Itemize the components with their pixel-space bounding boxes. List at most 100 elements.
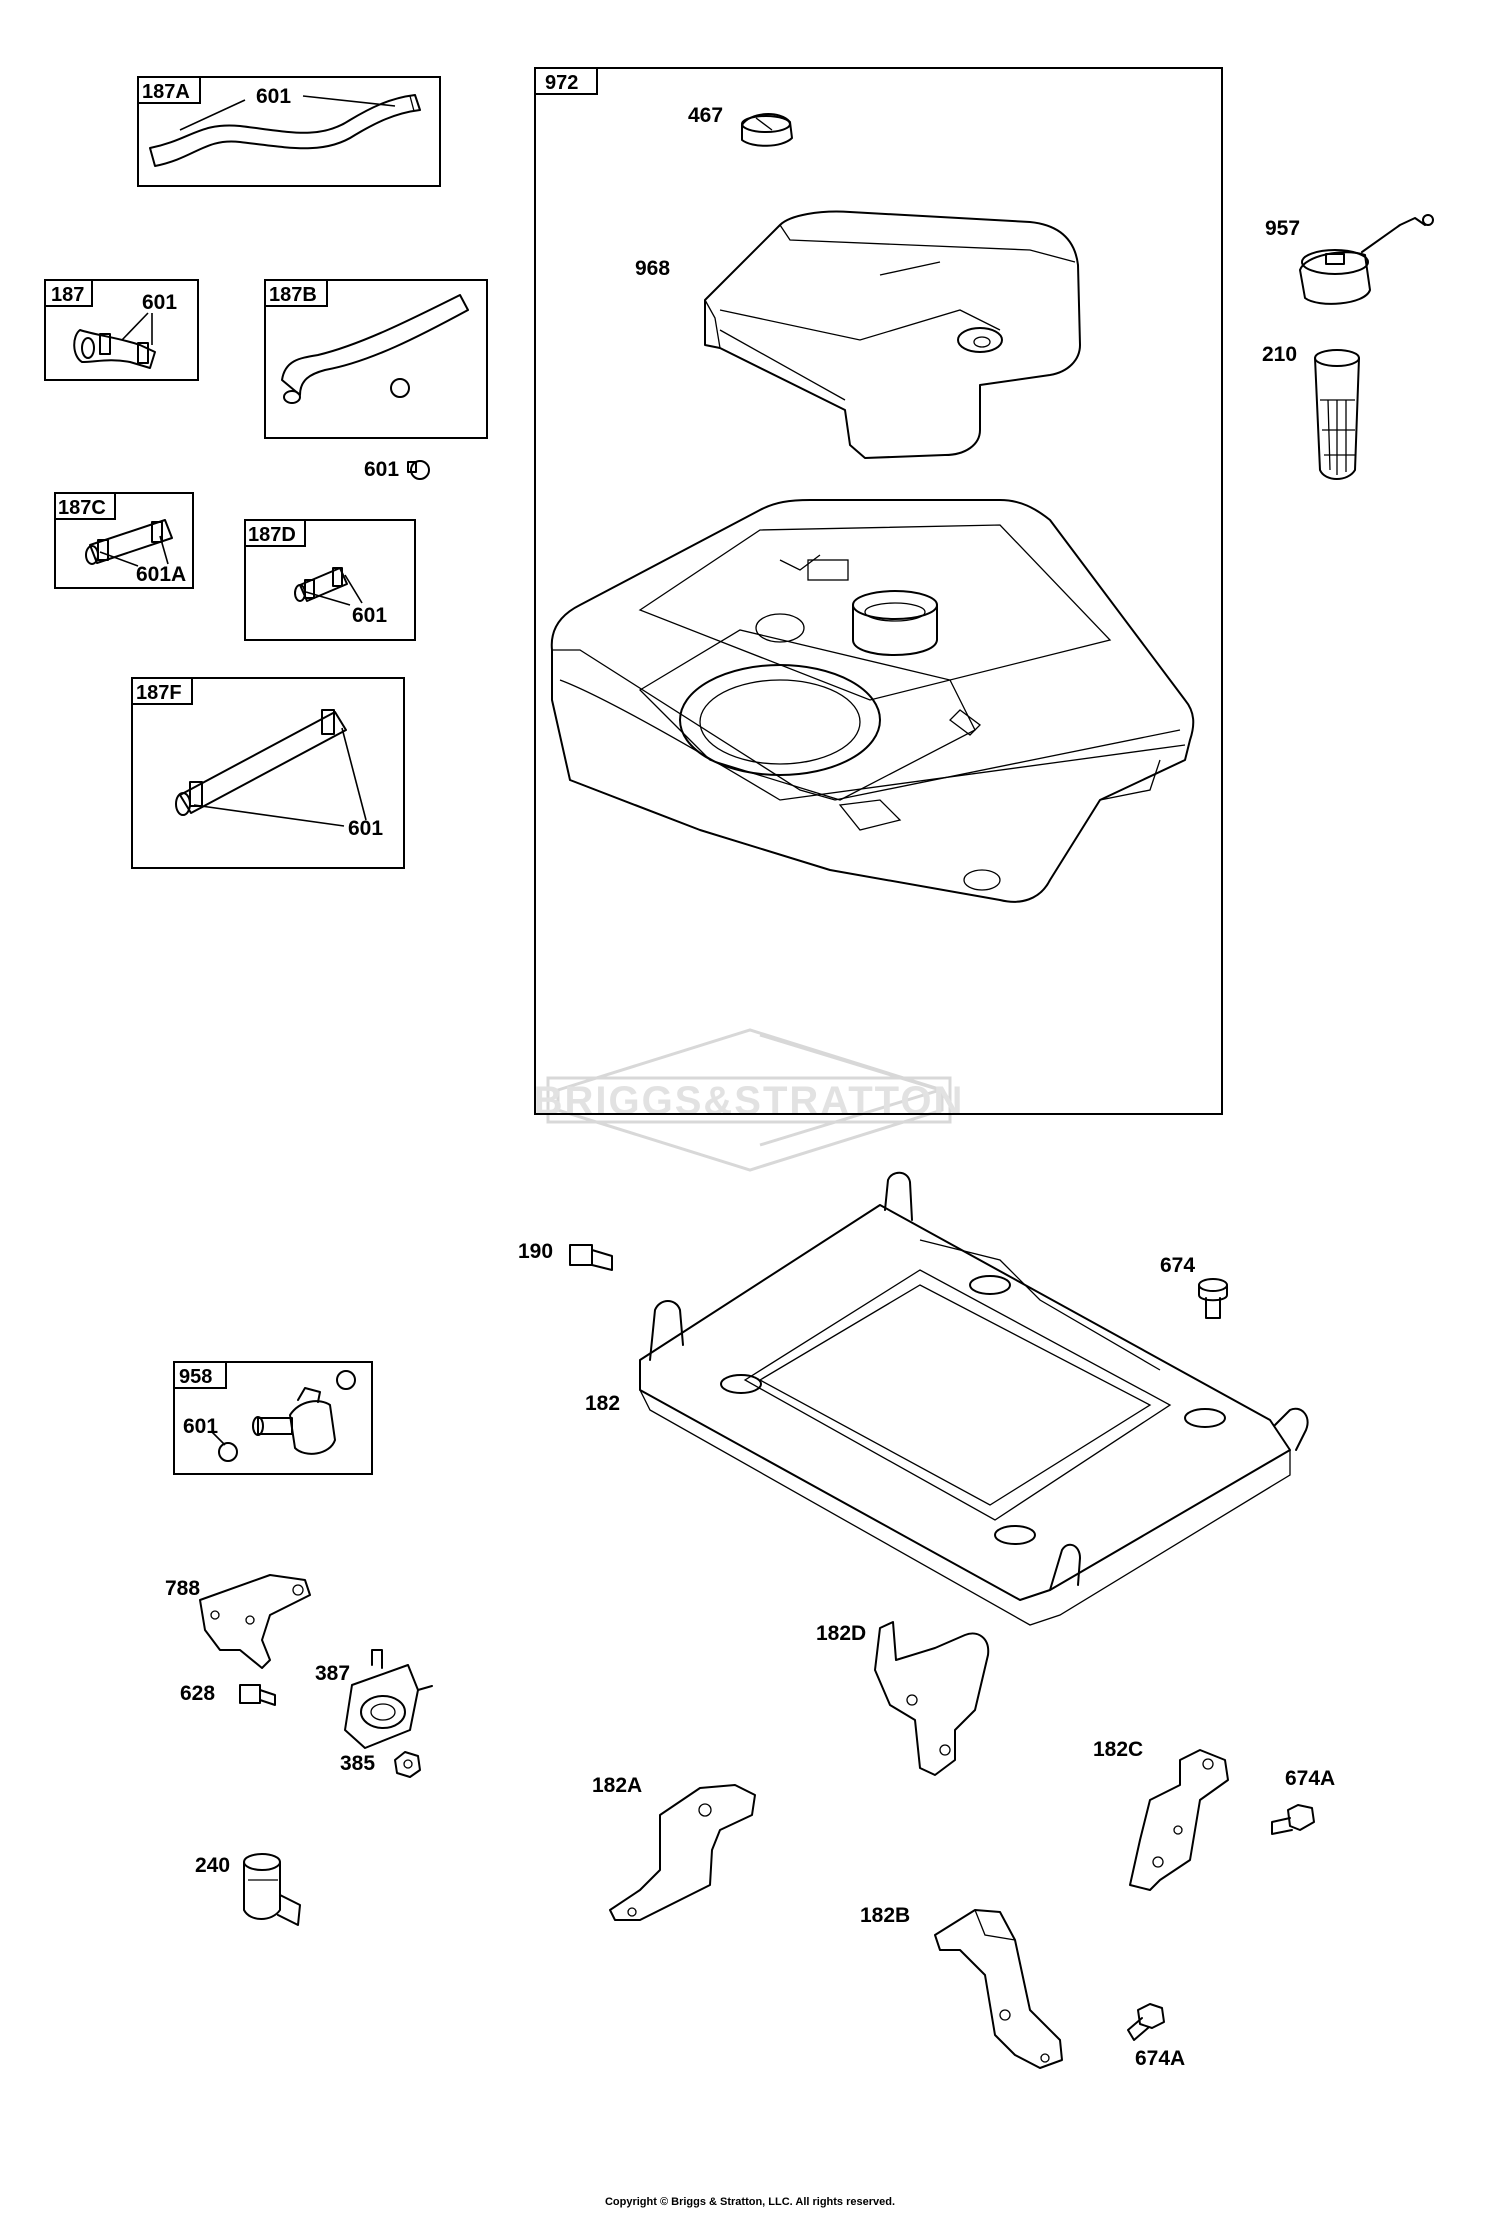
hose-clamp (218, 1442, 238, 1462)
watermark-text: BRIGGS&STRATTON (534, 1079, 965, 1123)
hose-clamp (332, 567, 343, 587)
bolt (569, 1244, 613, 1271)
bracket (609, 1784, 756, 1921)
fuel-valve (252, 1387, 336, 1455)
part-number: 210 (1262, 343, 1297, 366)
fuel-outlet-ring (679, 664, 881, 776)
part-number: 190 (518, 1240, 553, 1263)
part-number: 467 (688, 104, 723, 127)
kit-tag: 187A (142, 81, 190, 103)
fuel-cap (1299, 214, 1434, 305)
kit-187D: 187D 601 (244, 519, 416, 641)
part-628: 628 (180, 1682, 276, 1706)
part-number: 182 (585, 1392, 620, 1415)
hose-clamp (151, 521, 163, 543)
fuel-hose (299, 567, 348, 602)
part-number: 674A (1135, 2047, 1185, 2070)
part-240: 240 (195, 1853, 301, 1926)
fuel-hose (281, 294, 469, 396)
part-number: 674A (1285, 1767, 1335, 1790)
part-190: 190 (518, 1240, 613, 1271)
callout-label: 601 (352, 604, 387, 627)
kit-tag: 187C (58, 497, 106, 519)
kit-187B: 187B (264, 279, 488, 439)
hose-clamp (410, 460, 430, 480)
bracket (874, 1621, 990, 1776)
callout-label: 601 (256, 85, 291, 108)
part-182C: 182C (1093, 1738, 1229, 1891)
kit-187F: 187F 601 (131, 677, 405, 869)
part-number: 628 (180, 1682, 215, 1705)
fuel-hose (89, 519, 173, 564)
part-number: 182B (860, 1904, 910, 1927)
part-674A-bottom: 674A (1127, 2003, 1185, 2070)
kit-187A: 187A 601 (137, 76, 441, 187)
hose-clamp (304, 579, 315, 599)
copyright-notice: Copyright © Briggs & Stratton, LLC. All … (604, 2196, 896, 2208)
part-182: 182 (585, 1171, 1309, 1626)
fuel-strainer (1314, 349, 1360, 480)
fuel-hose (179, 711, 347, 814)
part-number: 674 (1160, 1254, 1195, 1277)
hose-clamp (390, 378, 410, 398)
nut (394, 1751, 421, 1778)
part-number: 968 (635, 257, 670, 280)
fuel-filter (243, 1853, 301, 1926)
bolt (1127, 2003, 1165, 2041)
kit-972: 972 467 968 (534, 67, 1223, 1115)
callout-label: 601 (142, 291, 177, 314)
part-210: 210 (1262, 343, 1360, 480)
part-182A: 182A (592, 1774, 756, 1921)
part-number: 788 (165, 1577, 200, 1600)
hose-clamp (321, 709, 335, 735)
part-601: 601 (364, 458, 430, 481)
hose-clamp (336, 1370, 356, 1390)
part-number: 385 (340, 1752, 375, 1775)
kit-tag: 187D (248, 524, 296, 546)
screw (239, 1684, 276, 1706)
hose-clamp (99, 333, 111, 355)
kit-tag: 958 (179, 1366, 212, 1388)
part-387: 387 (315, 1649, 433, 1749)
part-182D: 182D (816, 1621, 990, 1776)
fuel-cap-small (741, 113, 793, 147)
watermark-logo: BRIGGS&STRATTON (534, 1028, 965, 1172)
part-number: 387 (315, 1662, 350, 1685)
part-674: 674 (1160, 1254, 1228, 1319)
tank-cover (704, 210, 1081, 459)
part-number: 182D (816, 1622, 866, 1645)
part-788: 788 (165, 1574, 311, 1669)
part-957: 957 (1265, 214, 1434, 305)
part-number: 957 (1265, 217, 1300, 240)
kit-187: 187 601 (44, 279, 199, 381)
fuel-tank (550, 499, 1195, 903)
kit-958: 958 601 (173, 1361, 373, 1475)
callout-label: 601 (348, 817, 383, 840)
part-385: 385 (340, 1751, 421, 1778)
part-182B: 182B (860, 1904, 1063, 2069)
fuel-hose (73, 329, 156, 369)
bracket (1129, 1749, 1229, 1891)
part-number: 182A (592, 1774, 642, 1797)
kit-187C: 187C 601A (54, 492, 194, 589)
part-number: 182C (1093, 1738, 1143, 1761)
kit-tag: 972 (545, 72, 578, 94)
part-number: 601 (364, 458, 399, 481)
kit-tag: 187B (269, 284, 317, 306)
kit-tag: 187F (136, 682, 182, 704)
hose-clamp (97, 539, 109, 561)
fuel-pump (344, 1649, 433, 1749)
tank-mounting-frame (639, 1171, 1309, 1626)
valve-bracket (199, 1574, 311, 1669)
callout-label: 601 (183, 1415, 218, 1438)
part-674A-top: 674A (1271, 1767, 1335, 1835)
hose-clamp (137, 342, 149, 364)
fuel-hose (149, 94, 421, 167)
bracket (934, 1909, 1063, 2069)
bolt (1198, 1278, 1228, 1319)
callout-label: 601A (136, 563, 186, 586)
bolt (1271, 1804, 1315, 1835)
hose-clamp (189, 781, 203, 807)
part-number: 240 (195, 1854, 230, 1877)
